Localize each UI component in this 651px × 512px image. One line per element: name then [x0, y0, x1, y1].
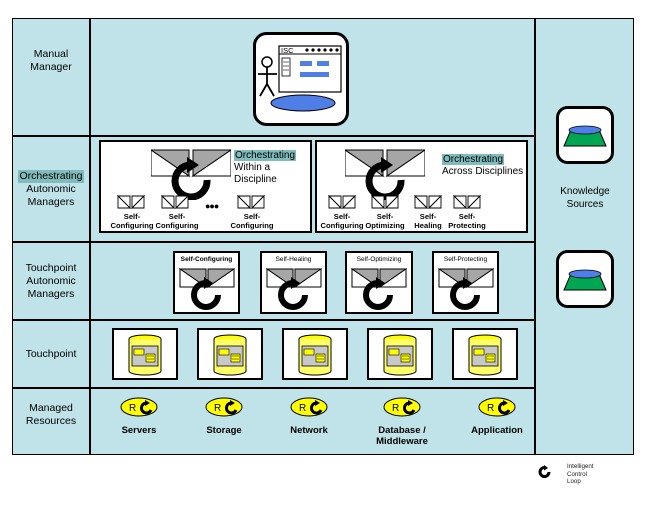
knowledge-source-bottom — [556, 250, 614, 308]
managed-resource-application: R Application — [462, 397, 532, 437]
resource-icon: R — [478, 397, 516, 417]
resource-icon: R — [205, 397, 243, 417]
touchpoint-manager-self-configuring: Self-Configuring — [173, 251, 240, 314]
svg-text:R: R — [487, 403, 494, 414]
touchpoint-manager-self-optimizing: Self-Optimizing — [345, 251, 413, 314]
touchpoint-box — [452, 328, 518, 380]
orchestrator-loop-icon — [151, 148, 231, 200]
autonomic-loop-icon — [438, 267, 494, 311]
sub-label-self-optimizing: Self-Optimizing — [365, 212, 405, 230]
divider-right — [534, 18, 536, 455]
knowledge-source-top — [556, 106, 614, 164]
row-divider-3 — [12, 319, 536, 321]
row-divider-4 — [12, 387, 536, 389]
control-loop-icon — [538, 465, 551, 478]
managed-resource-servers: R Servers — [109, 397, 169, 437]
ellipsis-dots: ●●● — [205, 201, 219, 211]
managed-resource-network: R Network — [279, 397, 339, 437]
svg-text:R: R — [299, 403, 306, 414]
console-icon: ISC — [253, 32, 349, 126]
divider-left — [89, 18, 91, 455]
resource-icon: R — [383, 397, 421, 417]
resource-icon: R — [120, 397, 158, 417]
orchestrating-across-text: Orchestrating Across Disciplines — [442, 154, 524, 177]
sub-label-self-configuring: Self-Configuring — [320, 212, 364, 230]
row-divider-1 — [12, 135, 536, 137]
svg-text:R: R — [214, 403, 221, 414]
self-configuring-mini-icon — [161, 195, 189, 209]
orchestrator-loop-icon — [345, 148, 425, 200]
touchpoint-jar-icon — [298, 334, 332, 376]
orchestrating-within-discipline-box: Orchestrating Within a Discipline ●●● Se… — [99, 140, 312, 233]
touchpoint-jar-icon — [213, 334, 247, 376]
touchpoint-box — [367, 328, 433, 380]
touchpoint-box — [197, 328, 263, 380]
touchpoint-box — [282, 328, 348, 380]
touchpoint-jar-icon — [468, 334, 502, 376]
touchpoint-box — [112, 328, 178, 380]
touchpoint-manager-self-healing: Self-Healing — [260, 251, 327, 314]
self-configuring-mini-icon — [117, 195, 145, 209]
sub-label-self-healing: Self-Healing — [414, 212, 442, 230]
knowledge-database-icon — [556, 250, 614, 308]
autonomic-loop-icon — [351, 267, 407, 311]
managed-resource-storage: R Storage — [194, 397, 254, 437]
window-title-isc: ISC — [281, 46, 294, 55]
resource-icon: R — [290, 397, 328, 417]
svg-text:R: R — [129, 403, 136, 414]
knowledge-database-icon — [556, 106, 614, 164]
manual-manager-console: ISC — [253, 32, 349, 126]
self-healing-mini-icon — [414, 195, 442, 209]
self-configuring-mini-icon — [328, 195, 356, 209]
sub-label-self-configuring: Self-Configuring — [230, 212, 274, 230]
sub-label-self-configuring: Self-Configuring — [155, 212, 199, 230]
orchestrating-within-text: Orchestrating Within a Discipline — [234, 150, 297, 185]
row-divider-2 — [12, 241, 536, 243]
orchestrating-highlight: Orchestrating — [18, 169, 84, 183]
touchpoint-manager-self-protecting: Self-Protecting — [432, 251, 499, 314]
self-configuring-mini-icon — [237, 195, 265, 209]
row-label-touchpoint: Touchpoint — [25, 347, 77, 360]
orchestrating-across-disciplines-box: Orchestrating Across Disciplines Self-Co… — [315, 140, 528, 233]
touchpoint-jar-icon — [128, 334, 162, 376]
touchpoint-jar-icon — [383, 334, 417, 376]
self-protecting-mini-icon — [453, 195, 481, 209]
managed-resource-database-middleware: R Database /Middleware — [367, 397, 437, 451]
autonomic-loop-icon — [179, 267, 235, 311]
svg-text:R: R — [392, 403, 399, 414]
autonomic-loop-icon — [266, 267, 322, 311]
self-optimizing-mini-icon — [371, 195, 399, 209]
sub-label-self-configuring: Self-Configuring — [110, 212, 154, 230]
sub-label-self-protecting: Self-Protecting — [448, 212, 486, 230]
